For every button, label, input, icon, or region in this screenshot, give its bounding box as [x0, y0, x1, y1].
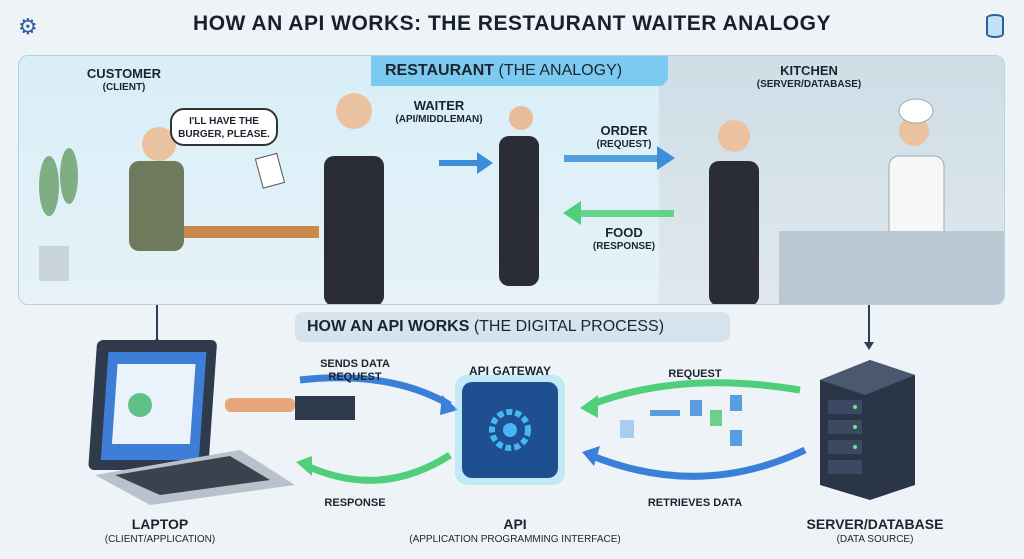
- kitchen-label: KITCHEN(SERVER/DATABASE): [756, 63, 862, 91]
- order-label: ORDER(REQUEST): [596, 123, 652, 151]
- restaurant-tab: RESTAURANT (THE ANALOGY): [371, 56, 668, 86]
- hand: [225, 398, 295, 412]
- kitchen-waiter: [709, 161, 759, 304]
- waiter-body: [324, 156, 384, 304]
- retrieves-data-arrow: [588, 446, 807, 480]
- database-icon: [986, 14, 1004, 38]
- sends-request-arrow: [299, 374, 452, 409]
- customer-body: [129, 161, 184, 251]
- order-request-arrow: [564, 146, 675, 170]
- speech-bubble: I'LL HAVE THE BURGER, PLEASE.: [170, 108, 278, 146]
- api-caption: API(APPLICATION PROGRAMMING INTERFACE): [409, 516, 621, 546]
- order-arrow: [439, 152, 493, 174]
- api-gateway-label: API GATEWAY: [468, 364, 551, 378]
- laptop: [88, 340, 295, 505]
- waiter-label: WAITER(API/MIDDLEMAN): [395, 98, 483, 126]
- response-arrow: [303, 452, 452, 484]
- order-ticket: [254, 152, 286, 189]
- plant: [39, 148, 78, 281]
- kitchen-counter: [779, 231, 1004, 304]
- food-label: FOOD(RESPONSE): [592, 225, 656, 253]
- server-rack: [820, 360, 915, 500]
- walking-waiter: [499, 136, 539, 286]
- customer-head: [142, 127, 176, 161]
- customer-label: CUSTOMER(CLIENT): [86, 66, 162, 94]
- request-arrow: [588, 379, 801, 409]
- digital-illustration: [88, 305, 915, 505]
- restaurant-analogy-panel: RESTAURANT (THE ANALOGY) CUSTOMER(CLIENT…: [18, 55, 1005, 305]
- digital-process-bar: HOW AN API WORKS (THE DIGITAL PROCESS): [295, 312, 730, 342]
- response-label: RESPONSE: [324, 497, 386, 509]
- request-label: REQUEST: [668, 368, 722, 380]
- food-response-arrow: [563, 201, 674, 225]
- page-title: HOW AN API WORKS: THE RESTAURANT WAITER …: [193, 12, 831, 35]
- server-caption: SERVER/DATABASE(DATA SOURCE): [806, 516, 944, 546]
- restaurant-illustration: [39, 93, 1004, 304]
- gears-icon: ⚙: [18, 14, 38, 39]
- retrieves-data-label: RETRIEVES DATA: [647, 497, 743, 509]
- laptop-caption: LAPTOP(CLIENT/APPLICATION): [104, 516, 216, 546]
- data-documents: [620, 395, 742, 446]
- api-gateway-box: [455, 375, 565, 485]
- sends-data-request-label: SENDS DATA REQUEST: [320, 358, 390, 383]
- waiter-head: [336, 93, 372, 129]
